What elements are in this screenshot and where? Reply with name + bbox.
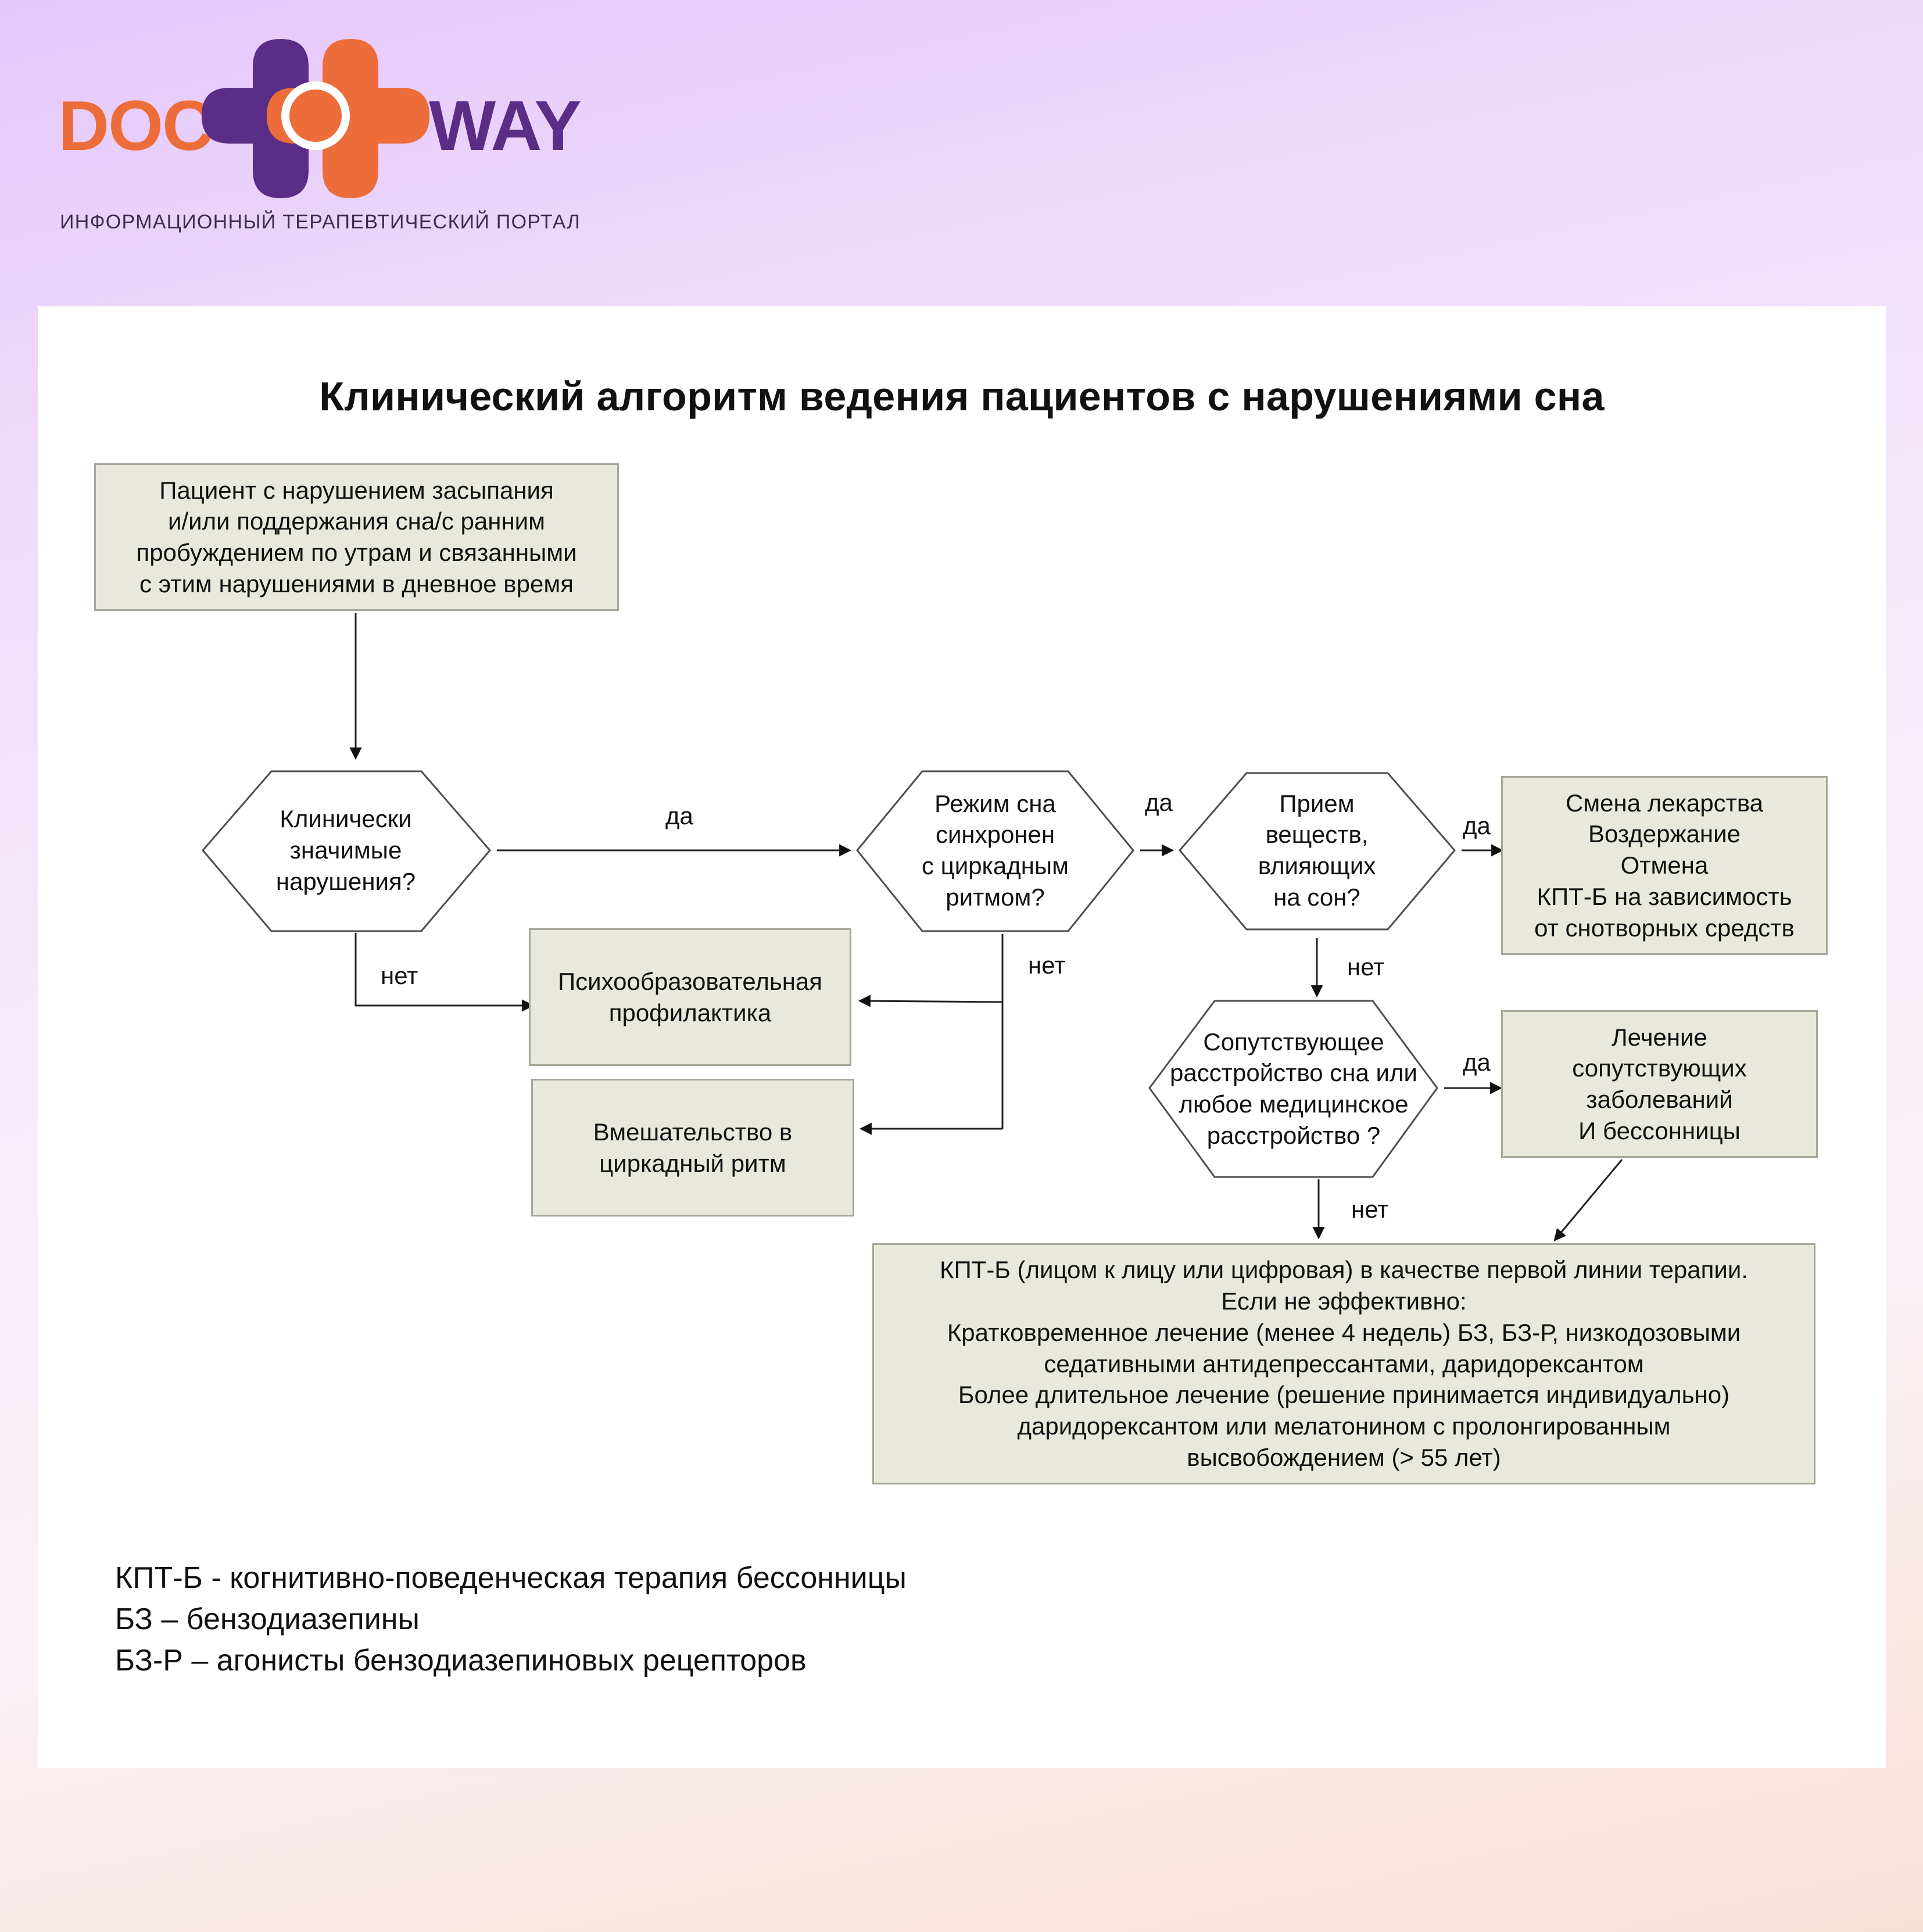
start-box: Пациент с нарушением засыпания и/или под…	[94, 463, 619, 611]
hex-rhythm-outline	[856, 770, 1134, 932]
arrow-clinical-no	[354, 933, 535, 1012]
label-clinical-no: нет	[381, 962, 418, 989]
label-rhythm-yes: да	[1145, 789, 1173, 816]
drug-change-box: Смена лекарства Воздержание Отмена КПТ-Б…	[1501, 776, 1828, 955]
logo-word-way: WAY	[429, 86, 582, 165]
logo-word-doc: DOC	[58, 86, 213, 165]
arrow-rhythm-to-psycho	[858, 994, 1003, 1007]
label-substances-yes: да	[1463, 812, 1491, 839]
hex-clinical-outline	[202, 770, 491, 932]
cbt-box: КПТ-Б (лицом к лицу или цифровая) в каче…	[872, 1243, 1815, 1484]
logo-cross-icon	[202, 39, 429, 198]
label-rhythm-no: нет	[1028, 951, 1066, 979]
legend-item: КПТ-Б - когнитивно-поведенческая терапия…	[115, 1561, 907, 1595]
question-rhythm: Режим сна синхронен с циркадным ритмом?	[922, 789, 1069, 911]
label-substances-no: нет	[1347, 953, 1385, 981]
legend-item: БЗ-Р – агонисты бензодиазепиновых рецепт…	[115, 1644, 807, 1677]
label-comorbid-no: нет	[1351, 1196, 1389, 1223]
hex-comorbid-outline	[1148, 1000, 1438, 1178]
circadian-box: Вмешательство в циркадный ритм	[531, 1079, 854, 1217]
label-comorbid-yes: да	[1463, 1049, 1491, 1076]
logo-tagline: ИНФОРМАЦИОННЫЙ ТЕРАПЕВТИЧЕСКИЙ ПОРТАЛ	[60, 211, 581, 233]
psychoeducation-box: Психообразовательная профилактика	[529, 928, 851, 1066]
legend-item: БЗ – бензодиазепины	[115, 1602, 420, 1636]
question-comorbid: Сопутствующее расстройство сна или любое…	[1170, 1028, 1417, 1149]
hex-substances-outline	[1179, 772, 1456, 931]
docway-logo: DOC WAY ИНФОРМАЦИОННЫЙ ТЕРАПЕВТИЧЕСКИЙ П…	[58, 32, 582, 241]
abbreviation-legend: КПТ-Б - когнитивно-поведенческая терапия…	[115, 1558, 907, 1681]
arrow-comorbid-treatment-to-cbt	[1553, 1159, 1623, 1242]
flowchart-connectors	[202, 613, 1623, 1242]
content-card: Клинический алгоритм ведения пациентов с…	[38, 306, 1886, 1768]
label-clinical-yes: да	[665, 802, 693, 829]
question-clinical: Клинически значимые нарушения?	[275, 805, 416, 895]
question-substances: Прием веществ, влияющих на сон?	[1258, 789, 1376, 911]
comorbid-treatment-box: Лечение сопутствующих заболеваний И бесс…	[1501, 1010, 1818, 1158]
diagram-title: Клинический алгоритм ведения пациентов с…	[319, 374, 1605, 419]
